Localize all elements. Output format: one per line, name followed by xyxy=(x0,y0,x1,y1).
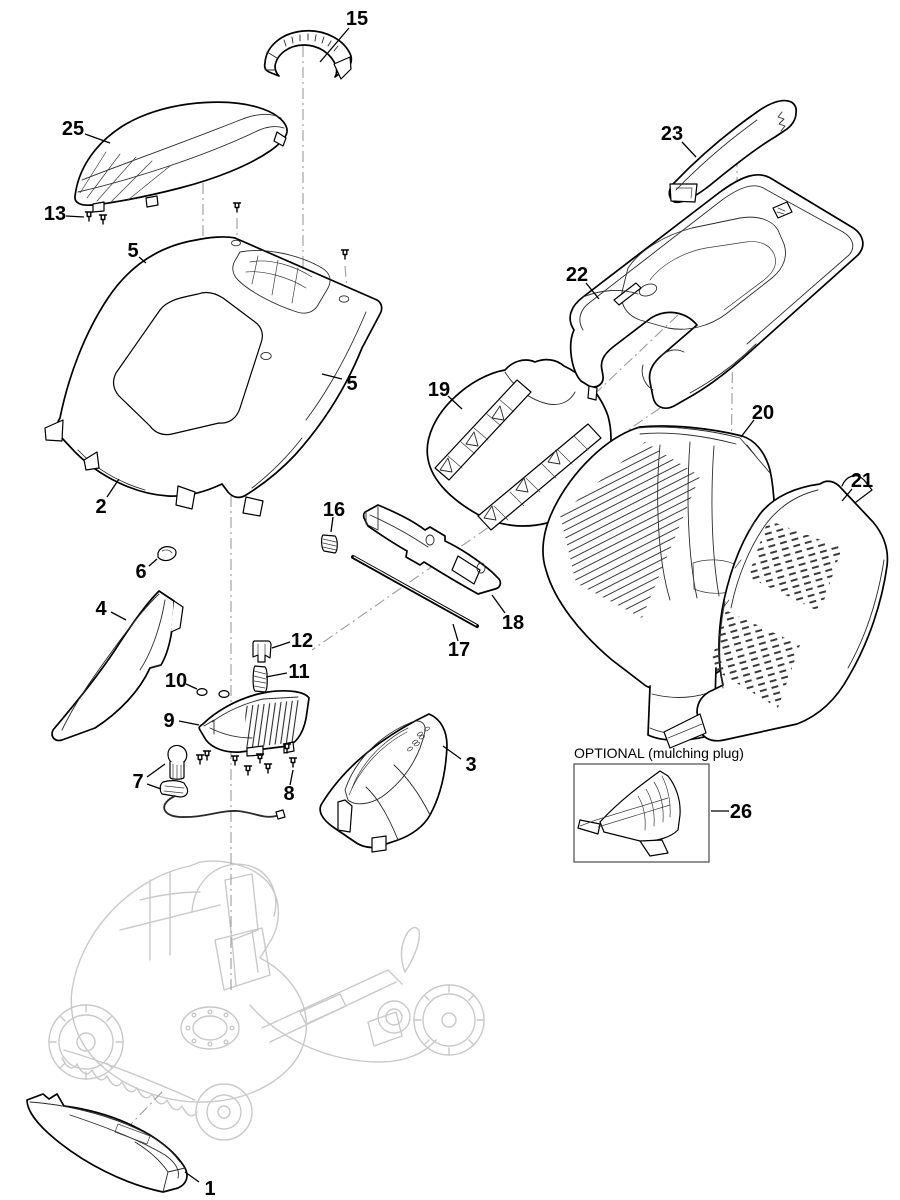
callout-26: 26 xyxy=(730,801,752,823)
callout-6: 6 xyxy=(135,561,146,583)
part-12-retainer-clip xyxy=(252,640,272,663)
part-6-clip xyxy=(157,546,177,562)
callout-12: 12 xyxy=(291,630,313,652)
callout-11-leader xyxy=(265,672,288,678)
part-3-side-cover xyxy=(319,713,448,853)
callout-15-leader xyxy=(319,27,350,63)
callout-11: 11 xyxy=(288,661,309,683)
ghost-mower-assembly xyxy=(48,860,485,1141)
callout-13: 13 xyxy=(44,203,66,225)
callout-17: 17 xyxy=(448,639,470,661)
callout-16: 16 xyxy=(323,499,345,521)
callout-18-leader xyxy=(491,594,506,614)
callout-5: 5 xyxy=(127,240,138,262)
part-15-handle-grip xyxy=(263,29,353,80)
optional-box xyxy=(573,763,710,863)
callout-5-2: 5 xyxy=(346,373,357,395)
callout-23: 23 xyxy=(661,123,683,145)
callout-22-leader xyxy=(585,282,600,300)
part-21-grass-catcher-right xyxy=(663,475,889,749)
part-8-screws xyxy=(195,743,298,776)
part-7-plug-with-cable xyxy=(159,744,286,820)
callout-3: 3 xyxy=(465,754,476,776)
callout-4-leader xyxy=(110,611,127,621)
part-10-washer xyxy=(196,687,230,698)
callout-5-leader xyxy=(138,256,147,264)
part-4-side-trim xyxy=(51,590,184,742)
part-26-mulching-plug xyxy=(577,770,681,857)
part-17-rod xyxy=(351,555,479,628)
callout-7: 7 xyxy=(132,771,143,793)
callout-8-leader xyxy=(289,769,294,786)
callout-9: 9 xyxy=(163,710,174,732)
callout-1: 1 xyxy=(204,1178,215,1200)
part-18-bracket xyxy=(362,504,502,595)
callout-19: 19 xyxy=(428,379,450,401)
part-1-front-bumper xyxy=(26,1093,188,1193)
callout-23-leader xyxy=(681,141,697,158)
callout-18: 18 xyxy=(502,612,524,634)
part-9-tray xyxy=(198,689,310,757)
callout-20-leader xyxy=(740,419,755,438)
callout-6-leader xyxy=(148,558,158,567)
callout-1-leader xyxy=(184,1171,200,1183)
callout-17-leader xyxy=(452,623,459,642)
callout-22: 22 xyxy=(566,264,588,286)
optional-box-label: OPTIONAL (mulching plug) xyxy=(574,745,744,761)
callout-2: 2 xyxy=(95,496,106,518)
part-16-spring xyxy=(321,534,338,554)
callout-4: 4 xyxy=(95,598,107,620)
callout-19-leader xyxy=(447,395,463,410)
part-19-labeled-cover xyxy=(426,358,612,531)
callout-25-leader xyxy=(84,133,111,144)
callout-2-leader xyxy=(106,478,120,498)
callout-8: 8 xyxy=(283,783,294,805)
callout-7-leader xyxy=(146,783,162,790)
callout-13-leader xyxy=(65,215,85,218)
part-20-grass-catcher-left xyxy=(542,425,776,742)
callout-21: 21 xyxy=(851,470,873,492)
callout-3-leader xyxy=(442,745,462,760)
callout-16-leader xyxy=(330,516,334,533)
callout-10-leader xyxy=(185,683,198,690)
part-11-spring xyxy=(252,665,268,693)
callout-9-leader xyxy=(178,720,200,726)
callout-7-leader xyxy=(146,763,166,778)
part-22-rear-cover xyxy=(569,174,864,409)
part-2-chassis-cover xyxy=(44,236,383,517)
callout-10: 10 xyxy=(165,670,187,692)
part-13-screws xyxy=(84,211,108,225)
callout-20: 20 xyxy=(752,402,774,424)
part-25-top-cover xyxy=(74,101,288,213)
part-23-rear-handle xyxy=(668,99,798,204)
callout-25: 25 xyxy=(62,118,84,140)
callout-5-2-leader xyxy=(321,373,343,380)
callout-15: 15 xyxy=(346,8,368,30)
callout-21-leader xyxy=(841,488,853,502)
callout-leader-lines xyxy=(65,27,853,1183)
callout-12-leader xyxy=(271,641,291,649)
